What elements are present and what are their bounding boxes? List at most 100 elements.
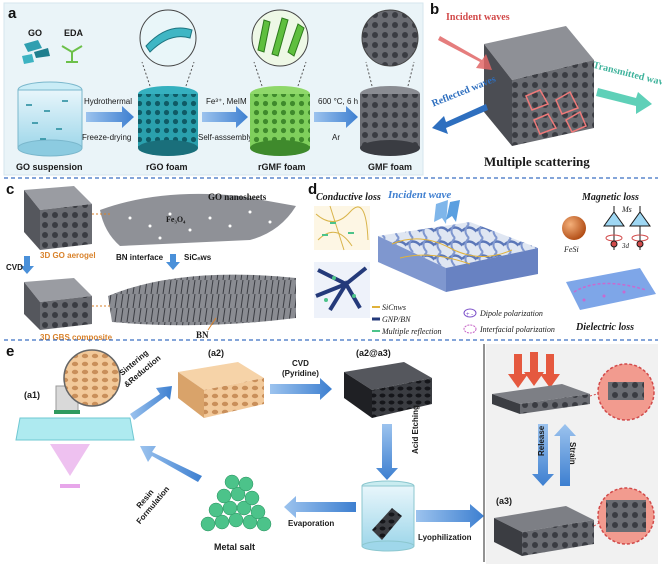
legend-sicnws: SiCnws — [382, 303, 406, 312]
transmitted-waves-label: Transmitted waves — [592, 60, 662, 90]
go-label: GO — [28, 28, 42, 38]
etching-beaker — [361, 480, 415, 552]
dielectric-plate-icon — [566, 268, 656, 310]
metal-salt-pile — [200, 474, 272, 532]
gnp-bn-network-icon — [314, 262, 370, 318]
lyophilization-label: Lyophilization — [418, 533, 472, 542]
panel-b-letter: b — [430, 1, 439, 18]
label-a2a3: (a2@a3) — [356, 348, 391, 358]
multiple-scattering-caption: Multiple scattering — [484, 154, 590, 169]
gmf-caption: GMF foam — [368, 162, 412, 172]
rgmf-caption: rGMF foam — [258, 162, 306, 172]
step1-top-label: Hydrothermal — [84, 97, 132, 106]
ms-label: Ms — [621, 205, 632, 214]
incident-wave-arrow — [438, 36, 492, 70]
step2-bottom-label: Self-asssembly — [198, 133, 252, 142]
acid-etching-arrow — [376, 424, 398, 480]
lyophilization-arrow — [416, 504, 484, 528]
panel-c-letter: c — [6, 181, 14, 198]
bn-label: BN — [196, 330, 209, 340]
gmf-zoom-inset — [361, 9, 419, 87]
panel-d-letter: d — [308, 181, 317, 198]
incident-wave-arrows — [434, 200, 460, 224]
go-nanosheet — [100, 193, 296, 246]
dielectric-loss-label: Dielectric loss — [575, 322, 634, 333]
sic-nanowire-sheet — [108, 274, 296, 326]
go-suspension-caption: GO suspension — [16, 162, 83, 172]
panel-d: d Conductive loss Incident wave SiCnws G… — [308, 181, 656, 336]
pyrolysis-arrow — [314, 106, 358, 128]
3d-label: 3d — [621, 242, 630, 250]
cvd-label-c: CVD — [6, 263, 23, 272]
conductive-network-icon — [314, 205, 370, 251]
panel-a: a GO EDA GO suspension Hydrothermal — [3, 2, 424, 176]
rgo-zoom-inset — [139, 9, 197, 87]
fe3o4-label: Fe₃O₄ — [166, 215, 186, 224]
rgo-foam-cylinder — [138, 86, 198, 156]
resin-vat-printer — [15, 385, 135, 488]
gbs-composite-label: 3D GBS composite — [40, 333, 113, 342]
gmf-foam-cylinder — [360, 86, 420, 156]
panel-e: e (a1) Sintering &Reduction (a2) — [6, 343, 658, 564]
interfacial-polarization-icon — [463, 324, 477, 334]
evaporation-label: Evaporation — [288, 519, 334, 528]
cvd-arrow — [270, 378, 332, 400]
rgo-caption: rGO foam — [146, 162, 188, 172]
legend-gnp-bn: GNP/BN — [382, 315, 411, 324]
pyridine-label: (Pyridine) — [282, 369, 319, 378]
sintering-arrow — [130, 386, 172, 420]
legend-dipole: Dipole polarization — [479, 309, 543, 318]
go-aerogel-block — [24, 186, 92, 250]
conductive-loss-label: Conductive loss — [316, 192, 381, 203]
release-label: Release — [537, 425, 546, 456]
fesi-label: FeSi — [563, 245, 579, 254]
compressed-zoom-inset — [589, 363, 655, 421]
tan-lattice-block — [178, 362, 264, 418]
porous-cube-icon — [484, 26, 594, 146]
incident-waves-label: Incident waves — [446, 12, 510, 23]
panel-b: b Incident waves Reflected waves Transmi… — [430, 1, 662, 169]
composite-mesh-slab — [378, 222, 538, 292]
compressed-lattice-block — [492, 384, 590, 414]
legend-interfacial: Interfacial polarization — [479, 325, 555, 334]
hydrothermal-arrow — [86, 106, 134, 128]
panel-a-letter: a — [8, 5, 17, 22]
rgmf-zoom-inset — [251, 9, 309, 87]
rgmf-foam-cylinder — [250, 86, 310, 156]
fesi-sphere-icon — [562, 216, 586, 240]
cvd-label-e: CVD — [292, 359, 309, 368]
bn-pointer-line — [207, 317, 217, 331]
bn-interface-label: BN interface — [116, 253, 164, 262]
sinter-zoom-inset — [63, 349, 121, 407]
metal-salt-label: Metal salt — [214, 542, 255, 552]
step1-bottom-label: Freeze-drying — [82, 133, 131, 142]
reflected-wave-arrow — [432, 104, 488, 134]
bn-down-arrow — [166, 254, 180, 270]
step3-top-label: 600 °C, 6 h — [318, 97, 358, 106]
label-a1: (a1) — [24, 390, 40, 400]
go-flakes-icon — [22, 40, 50, 64]
sicnws-label-c: SiCₙws — [184, 253, 212, 262]
go-nanosheets-label: GO nanosheets — [208, 192, 267, 202]
eda-label: EDA — [64, 28, 84, 38]
incident-wave-label: Incident wave — [387, 189, 451, 201]
go-suspension-beaker — [17, 81, 83, 157]
release-arrow — [532, 424, 554, 486]
dipole-polarization-icon: + - — [463, 308, 477, 318]
strain-arrow — [554, 424, 576, 486]
panel-e-letter: e — [6, 343, 14, 360]
resin-formulation-arrow — [140, 446, 202, 482]
self-assembly-arrow — [202, 106, 248, 128]
magnetic-loss-label: Magnetic loss — [581, 192, 639, 203]
panel-c: c GO nanosheets Fe₃O₄ 3D GO aerogel CVD … — [6, 181, 296, 342]
acid-etching-label: Acid Etching — [411, 405, 420, 454]
step2-top-label: Fe³⁺, MeIM — [206, 97, 247, 106]
svg-text:+ -: + - — [466, 312, 473, 318]
step3-bottom-label: Ar — [332, 133, 340, 142]
label-a3: (a3) — [496, 496, 512, 506]
dark-lattice-block — [344, 362, 432, 418]
transmitted-wave-arrow — [596, 88, 652, 114]
compression-arrows — [508, 352, 560, 388]
strain-label: Strain — [568, 442, 577, 465]
